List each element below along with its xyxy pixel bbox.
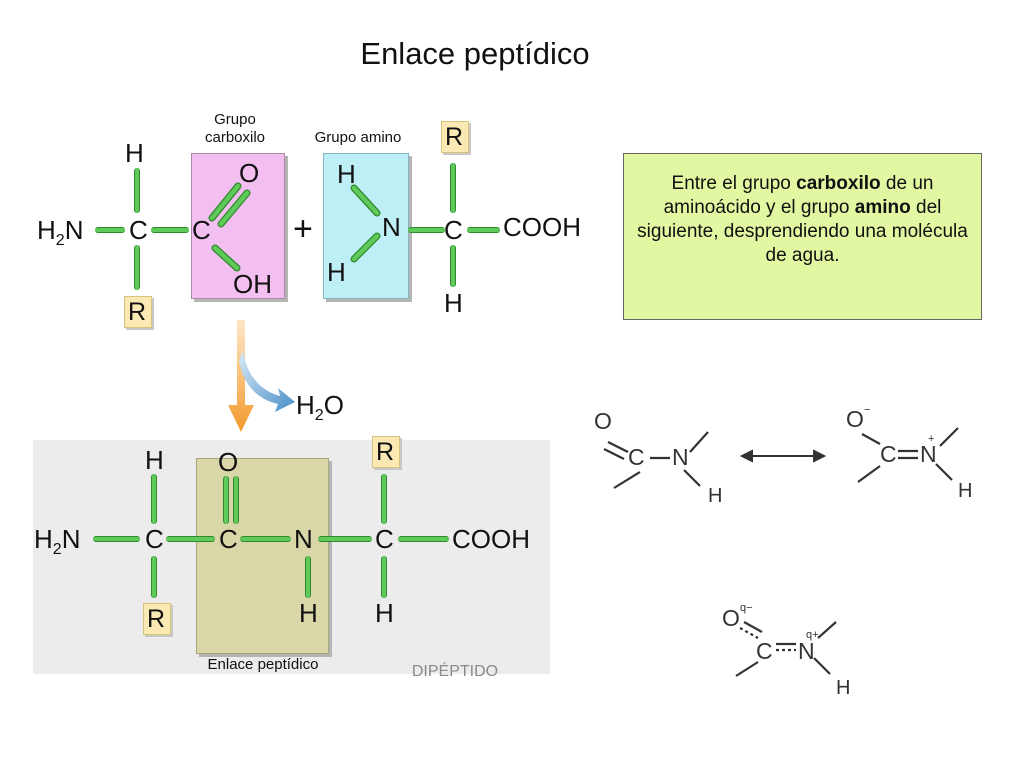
bond xyxy=(151,556,157,598)
bond xyxy=(134,245,140,290)
info-box: Entre el grupo carboxilo de un aminoácid… xyxy=(623,153,982,320)
resonance-structure-1 xyxy=(603,431,709,489)
bond xyxy=(151,227,189,233)
atom-cooh: COOH xyxy=(503,212,581,242)
resonance-atom-o: O xyxy=(846,406,864,432)
bond xyxy=(450,163,456,213)
bond xyxy=(381,556,387,598)
atom-c-carbonyl: C xyxy=(192,215,211,245)
atom-c-alpha: C xyxy=(444,215,463,245)
resonance-atom-o: O xyxy=(594,408,612,434)
r-group: R xyxy=(143,603,171,635)
resonance-atom-h: H xyxy=(836,677,851,699)
atom-o: O xyxy=(218,447,239,477)
bond xyxy=(398,536,449,542)
resonance-arrow-icon xyxy=(739,449,827,463)
atom-h: H xyxy=(299,598,318,628)
atom-h: H xyxy=(444,288,463,318)
r-group: R xyxy=(124,296,152,328)
resonance-atom-h: H xyxy=(958,480,973,502)
atom-h: H xyxy=(125,138,144,168)
bond xyxy=(408,227,445,233)
positive-charge: + xyxy=(928,433,935,445)
atom-c-carbonyl: C xyxy=(219,524,238,554)
r-group: R xyxy=(372,436,400,468)
atom-c-alpha: C xyxy=(375,524,394,554)
bond xyxy=(93,536,140,542)
atom-h: H xyxy=(337,159,356,189)
plus-sign: + xyxy=(293,210,313,248)
resonance-atom-n: N xyxy=(798,638,815,664)
peptide-bond-label: Enlace peptídico xyxy=(207,656,319,673)
bond xyxy=(166,536,215,542)
water-molecule: H2O xyxy=(296,390,344,425)
bond xyxy=(305,556,311,598)
amino-group-label: Grupo amino xyxy=(314,129,402,146)
resonance-atom-o: O xyxy=(722,605,740,631)
resonance-atom-h: H xyxy=(708,485,723,507)
amine-group: H2N xyxy=(34,524,81,559)
reaction-arrow xyxy=(228,320,295,432)
bond xyxy=(233,476,239,524)
down-arrow-icon xyxy=(228,320,254,432)
bond xyxy=(318,536,372,542)
bond xyxy=(381,474,387,524)
resonance-structures xyxy=(603,427,959,677)
resonance-atom-c: C xyxy=(756,638,773,664)
resonance-structure-2 xyxy=(857,427,959,483)
resonance-atom-n: N xyxy=(920,441,937,467)
atom-oh: OH xyxy=(233,269,272,299)
carboxyl-bonds xyxy=(208,182,251,272)
atom-h: H xyxy=(375,598,394,628)
amine-group: H2N xyxy=(37,215,84,250)
carboxyl-group-box xyxy=(191,153,285,299)
bond xyxy=(95,227,125,233)
amino-bonds xyxy=(350,184,381,263)
amino-group-box xyxy=(323,153,409,299)
resonance-atom-n: N xyxy=(672,444,689,470)
partial-negative-charge: q− xyxy=(740,602,753,614)
resonance-atom-c: C xyxy=(628,444,645,470)
bond xyxy=(467,227,500,233)
dipeptide-label: DIPÉPTIDO xyxy=(411,663,499,680)
bond xyxy=(450,245,456,287)
water-release-arrow-icon xyxy=(239,350,295,412)
page-title: Enlace peptídico xyxy=(360,36,590,71)
resonance-atom-c: C xyxy=(880,441,897,467)
atom-h: H xyxy=(327,257,346,287)
atom-n: N xyxy=(294,524,313,554)
atom-n: N xyxy=(382,212,401,242)
atom-c-alpha: C xyxy=(129,215,148,245)
atom-o: O xyxy=(239,158,260,188)
resonance-structure-3 xyxy=(735,621,837,677)
bond xyxy=(151,474,157,524)
negative-charge: − xyxy=(864,404,871,416)
atom-c-alpha: C xyxy=(145,524,164,554)
bond xyxy=(240,536,291,542)
atom-cooh: COOH xyxy=(452,524,530,554)
partial-positive-charge: q+ xyxy=(806,629,819,641)
bond xyxy=(134,168,140,213)
r-group: R xyxy=(441,121,469,153)
bond xyxy=(223,476,229,524)
atom-h: H xyxy=(145,445,164,475)
